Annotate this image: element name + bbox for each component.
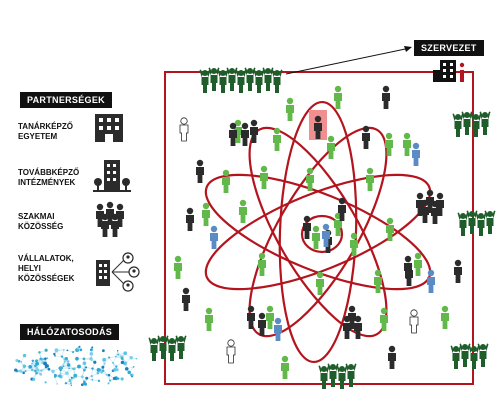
legend-label-training: TOVÁBBKÉPZŐ INTÉZMÉNYEK <box>18 168 80 187</box>
partners-title: PARTNERSÉGEK <box>20 92 112 108</box>
legend-label-university: TANÁRKÉPZŐ EGYETEM <box>18 122 73 141</box>
legend-label-companies: VÁLLALATOK, HELYI KÖZÖSSÉGEK <box>18 254 75 283</box>
organization-connector <box>285 47 411 75</box>
organization-label: SZERVEZET <box>414 40 484 56</box>
professional-community-icon <box>96 201 124 237</box>
network-visualization-icon <box>14 345 138 387</box>
training-institution-icon <box>93 160 131 192</box>
university-building-icon <box>95 114 123 142</box>
organization-building-icon <box>433 60 465 82</box>
network-title: HÁLÓZATOSODÁS <box>20 324 120 340</box>
blue-people <box>210 142 435 341</box>
legend-label-community: SZAKMAI KÖZÖSSÉG <box>18 212 64 231</box>
companies-network-icon <box>96 252 140 292</box>
